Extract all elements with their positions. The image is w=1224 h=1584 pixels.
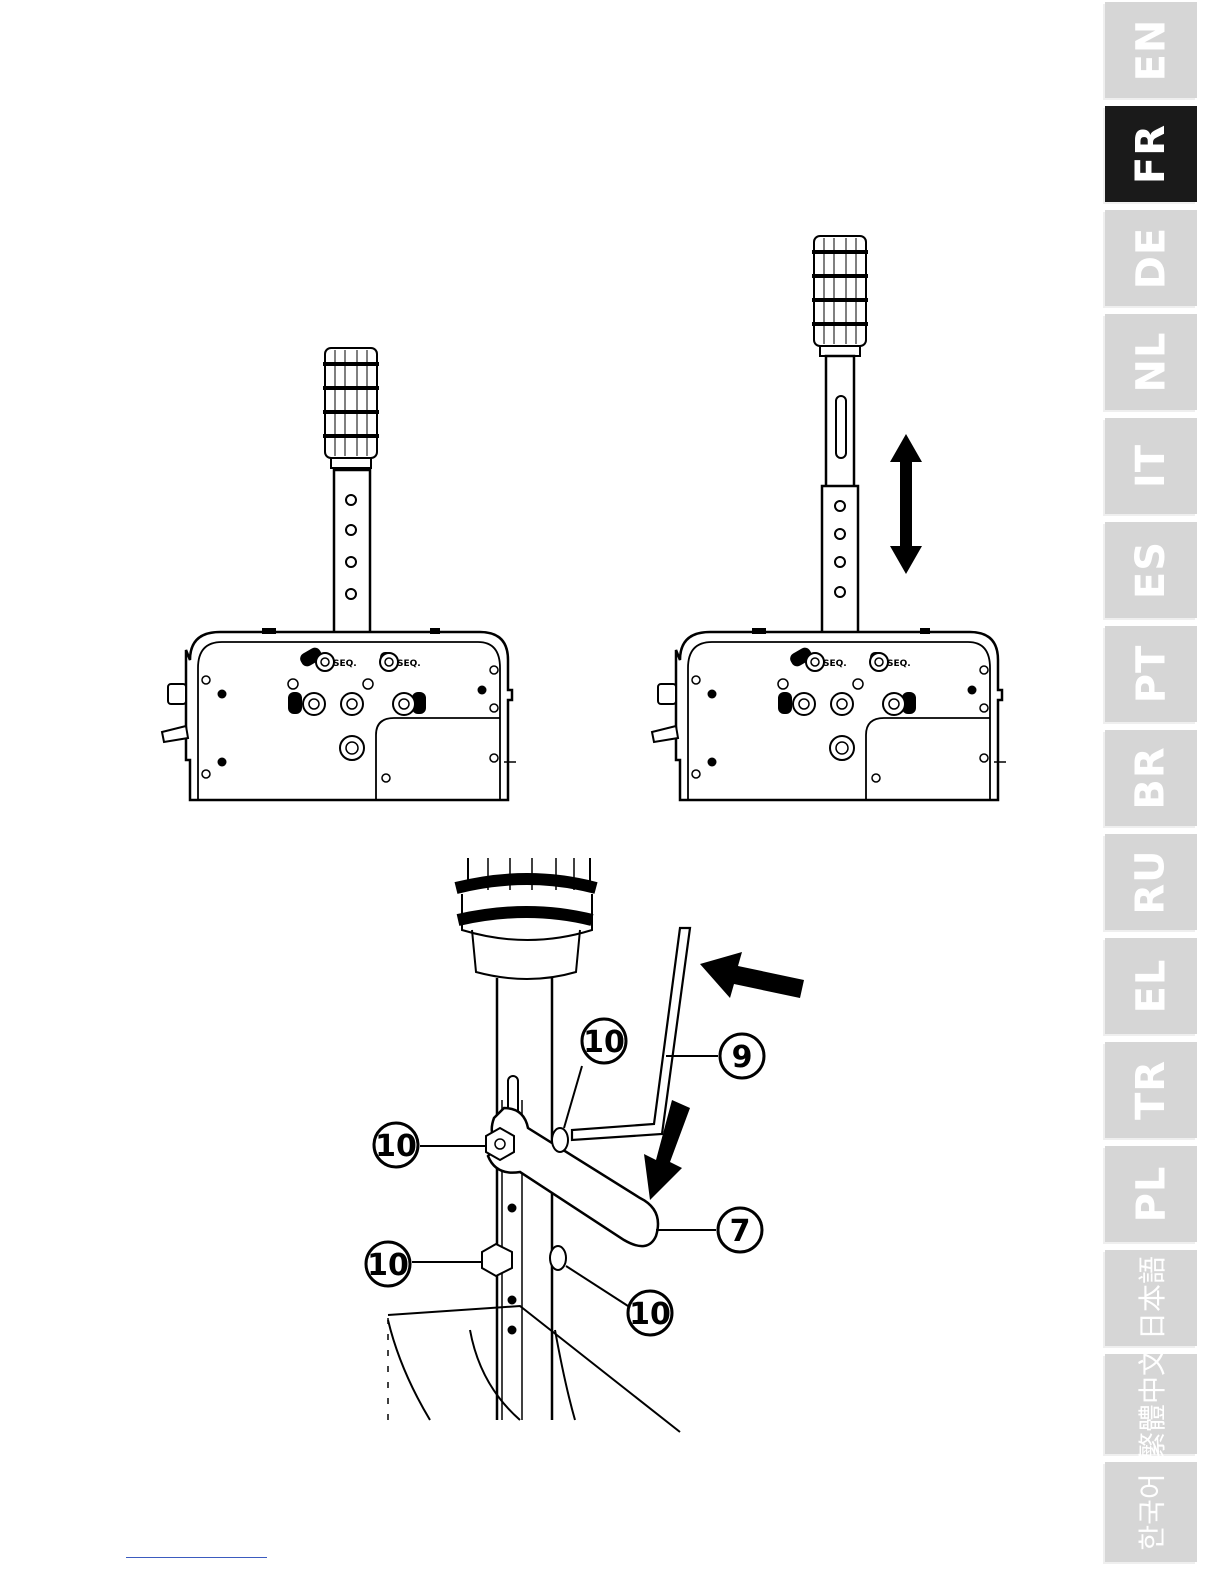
callout-wrench: 7 — [718, 1208, 762, 1252]
tab-br[interactable]: BR — [1105, 730, 1197, 826]
callout-hex-key: 9 — [720, 1034, 764, 1078]
tab-ja[interactable]: 日本語 — [1105, 1250, 1197, 1346]
tab-tr[interactable]: TR — [1105, 1042, 1197, 1138]
tab-pl[interactable]: PL — [1105, 1146, 1197, 1242]
tab-zh-tw[interactable]: 繁體中文 — [1105, 1354, 1197, 1454]
callout-bolt-bottom-right: 10 — [628, 1291, 672, 1335]
tab-nl[interactable]: NL — [1105, 314, 1197, 410]
tab-it[interactable]: IT — [1105, 418, 1197, 514]
seq-label-right: SEQ. — [397, 659, 421, 669]
tab-pt[interactable]: PT — [1105, 626, 1197, 722]
tab-label: EN — [1128, 19, 1174, 82]
tab-label: FR — [1128, 124, 1174, 184]
turn-arrow-icon — [644, 1100, 690, 1200]
tab-el[interactable]: EL — [1105, 938, 1197, 1034]
tab-label: EL — [1128, 959, 1174, 1014]
svg-text:10: 10 — [629, 1297, 671, 1332]
tab-label: IT — [1128, 444, 1174, 488]
push-arrow-icon — [700, 952, 804, 998]
tab-fr[interactable]: FR — [1105, 106, 1197, 202]
footer-link-underline — [126, 1557, 267, 1558]
callout-bolt-top: 10 — [582, 1019, 626, 1063]
svg-text:10: 10 — [367, 1248, 409, 1283]
tab-label: PT — [1128, 645, 1174, 704]
assembly-detail — [388, 858, 804, 1432]
tab-label: BR — [1128, 746, 1174, 809]
tab-label: ES — [1128, 541, 1174, 599]
svg-text:10: 10 — [375, 1129, 417, 1164]
tab-label: NL — [1128, 332, 1174, 393]
svg-text:10: 10 — [583, 1025, 625, 1060]
svg-text:9: 9 — [732, 1040, 753, 1075]
tab-label: 繁體中文 — [1131, 1348, 1171, 1460]
handbrake-device-extended: SEQ. SEQ. — [652, 236, 1006, 800]
handbrake-device-low: SEQ. SEQ. — [162, 348, 516, 800]
seq-label-left: SEQ. — [333, 659, 357, 669]
tab-ru[interactable]: RU — [1105, 834, 1197, 930]
seq-label-left-2: SEQ. — [823, 659, 847, 669]
tab-label: RU — [1128, 849, 1174, 914]
tab-de[interactable]: DE — [1105, 210, 1197, 306]
tab-en[interactable]: EN — [1105, 2, 1197, 98]
callout-bolt-left: 10 — [374, 1123, 418, 1167]
callout-bolt-bottom-left: 10 — [366, 1242, 410, 1286]
illustrations: SEQ. SEQ. SEQ. SEQ. — [0, 0, 1100, 1584]
tab-label: PL — [1128, 1166, 1174, 1223]
tab-label: 日本語 — [1131, 1256, 1171, 1340]
seq-label-right-2: SEQ. — [887, 659, 911, 669]
tab-label: DE — [1128, 227, 1174, 290]
tab-label: 한국어 — [1131, 1473, 1171, 1550]
svg-text:7: 7 — [730, 1214, 751, 1249]
adjust-double-arrow-icon — [890, 434, 922, 574]
tab-ko[interactable]: 한국어 — [1105, 1462, 1197, 1562]
tab-es[interactable]: ES — [1105, 522, 1197, 618]
tab-label: TR — [1128, 1060, 1174, 1120]
